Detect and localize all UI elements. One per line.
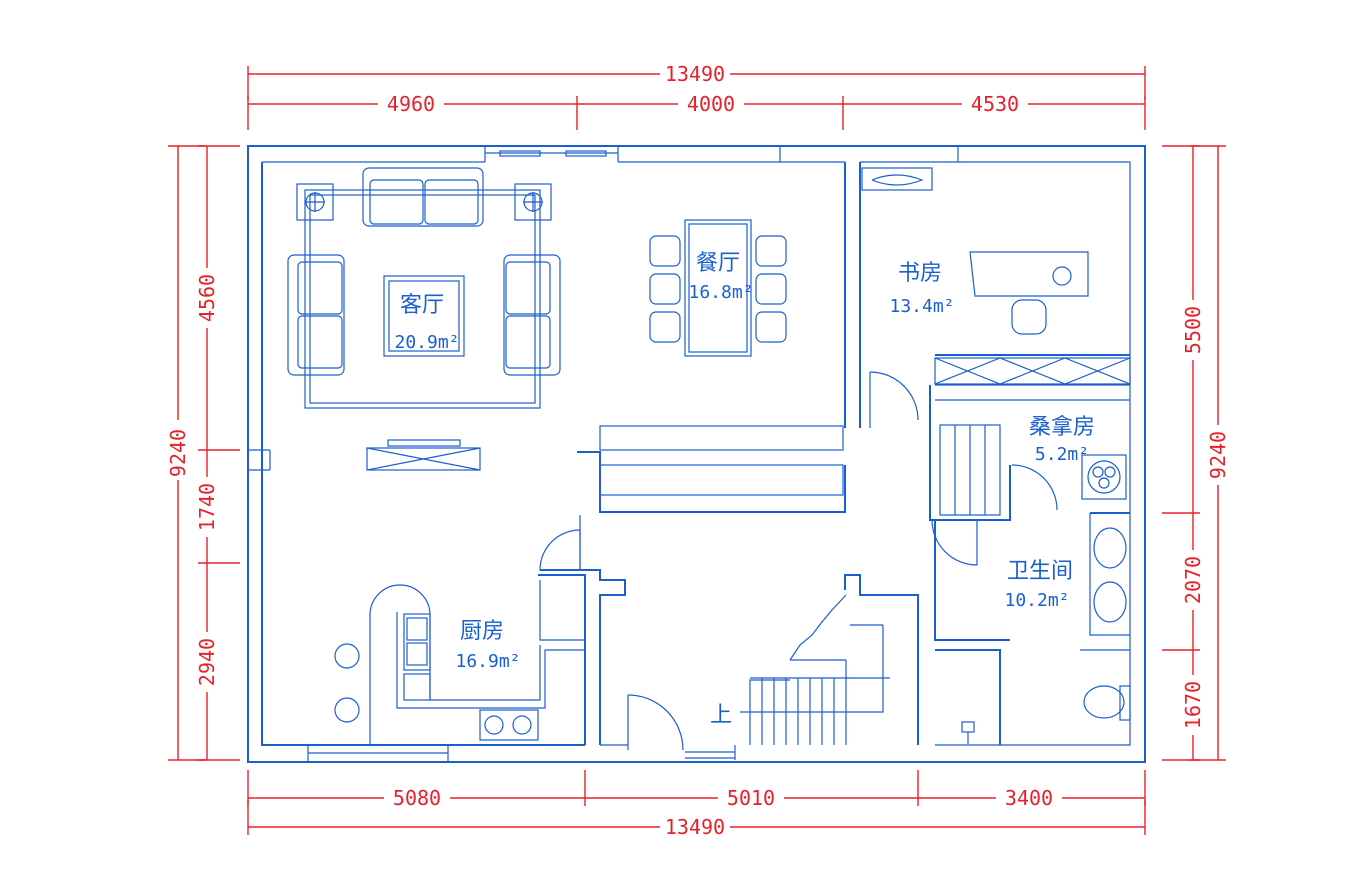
dim-right-seg-3: 1670 bbox=[1181, 681, 1205, 729]
dim-top-seg-1: 4960 bbox=[387, 92, 435, 116]
dim-left-seg-1: 4560 bbox=[195, 274, 219, 322]
staircase bbox=[740, 594, 890, 745]
dim-top-total: 13490 bbox=[665, 62, 725, 86]
dim-bottom-seg-2: 5010 bbox=[727, 786, 775, 810]
study-furniture bbox=[861, 167, 1089, 335]
stairs-up-label: 上 bbox=[710, 703, 732, 728]
dim-left-seg-2: 1740 bbox=[195, 483, 219, 531]
dim-top-seg-2: 4000 bbox=[687, 92, 735, 116]
living-room-furniture bbox=[287, 167, 561, 471]
dimension-labels: 13490 4960 4000 4530 5080 5010 3400 1349… bbox=[166, 62, 1230, 839]
doors bbox=[539, 371, 1058, 751]
room-name-study: 书房 bbox=[898, 261, 942, 286]
dim-bottom-seg-1: 5080 bbox=[393, 786, 441, 810]
dining-room-furniture bbox=[649, 219, 787, 357]
room-name-kitchen: 厨房 bbox=[460, 619, 504, 644]
kitchen-furniture bbox=[334, 613, 539, 741]
room-area-living: 20.9m² bbox=[394, 332, 459, 353]
dim-right-outer: 9240 bbox=[1206, 431, 1230, 479]
dim-right-seg-2: 2070 bbox=[1181, 556, 1205, 604]
room-area-bathroom: 10.2m² bbox=[1004, 590, 1069, 611]
walls bbox=[247, 145, 1146, 763]
room-name-sauna: 桑拿房 bbox=[1029, 414, 1095, 440]
room-name-bathroom: 卫生间 bbox=[1007, 559, 1073, 584]
bathroom-furniture bbox=[961, 527, 1131, 744]
room-area-kitchen: 16.9m² bbox=[455, 651, 520, 672]
room-labels: 客厅 20.9m² 餐厅 16.8m² 书房 13.4m² 桑拿房 5.2m² … bbox=[394, 251, 1095, 728]
room-area-dining: 16.8m² bbox=[688, 282, 753, 303]
room-area-study: 13.4m² bbox=[889, 296, 954, 317]
dim-right-seg-1: 5500 bbox=[1181, 306, 1205, 354]
room-name-dining: 餐厅 bbox=[696, 251, 740, 276]
dim-bottom-seg-3: 3400 bbox=[1005, 786, 1053, 810]
dim-left-seg-3: 2940 bbox=[195, 638, 219, 686]
dim-left-outer: 9240 bbox=[166, 429, 190, 477]
room-area-sauna: 5.2m² bbox=[1035, 444, 1089, 465]
sauna-furniture bbox=[934, 357, 1131, 516]
dim-bottom-total: 13490 bbox=[665, 815, 725, 839]
dim-top-seg-3: 4530 bbox=[971, 92, 1019, 116]
room-name-living: 客厅 bbox=[400, 293, 444, 318]
